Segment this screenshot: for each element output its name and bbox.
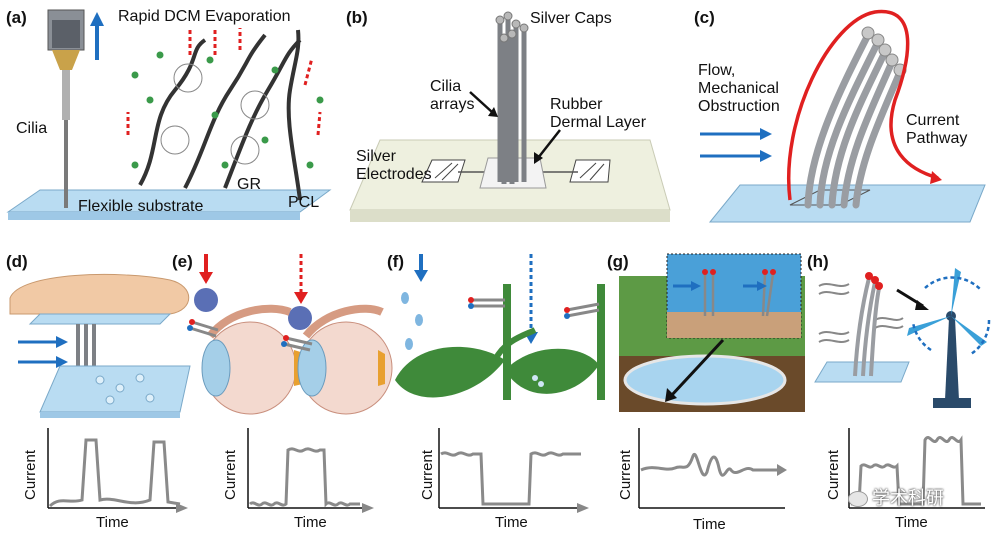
- panel-e-illustration: [187, 254, 393, 513]
- panel-h-illustration: [814, 268, 991, 509]
- panel-g: (g) Current Time: [605, 250, 805, 539]
- substrate-label: Flexible substrate: [78, 198, 204, 215]
- watermark-text: 学术科研: [872, 488, 944, 508]
- ylabel-h: Current: [825, 449, 842, 500]
- panel-f-illustration: [395, 254, 605, 513]
- panel-c: (c) Flow, Mechanical Obstruction Current…: [680, 0, 1000, 230]
- pcl-label: PCL: [288, 194, 320, 211]
- wechat-icon: [848, 491, 868, 508]
- xlabel-h: Time: [895, 514, 928, 531]
- ylabel-f: Current: [419, 449, 436, 500]
- evaporation-label: Rapid DCM Evaporation: [118, 8, 291, 25]
- xlabel-f: Time: [495, 514, 528, 531]
- panel-d-label: (d): [6, 252, 28, 271]
- silver-caps-label: Silver Caps: [530, 10, 612, 27]
- watermark: 学术科研: [848, 484, 944, 510]
- xlabel-g: Time: [693, 516, 726, 533]
- panel-d-illustration: [9, 273, 191, 513]
- panel-a-illustration: [6, 9, 332, 220]
- ylabel-g: Current: [617, 449, 634, 500]
- panel-c-illustration: [700, 9, 986, 223]
- silver-electrodes-label: Silver Electrodes: [356, 148, 432, 183]
- panel-e-label: (e): [172, 252, 193, 271]
- ylabel-d: Current: [22, 449, 39, 500]
- ylabel-e: Current: [222, 449, 239, 500]
- panel-f: (f) Current Time: [385, 250, 605, 539]
- panel-h-label: (h): [807, 252, 829, 271]
- xlabel-d: Time: [96, 514, 129, 531]
- panel-c-label: (c): [694, 8, 715, 27]
- panel-b-illustration: [349, 11, 671, 222]
- panel-b-label: (b): [346, 8, 368, 27]
- panel-e: (e) Current Time: [170, 250, 393, 539]
- gr-label: GR: [237, 176, 261, 193]
- cilia-arrays-label: Cilia arrays: [430, 78, 475, 113]
- current-pathway-label: Current Pathway: [906, 112, 968, 147]
- panel-h: (h) Current Time: [805, 250, 1000, 539]
- panel-a: (a) Cilia Rapid DCM Evaporation GR PCL F…: [0, 0, 340, 230]
- panel-g-illustration: [619, 253, 805, 509]
- xlabel-e: Time: [294, 514, 327, 531]
- panel-d: (d) Current Time: [0, 250, 200, 539]
- flow-label: Flow, Mechanical Obstruction: [698, 62, 780, 115]
- rubber-layer-label: Rubber Dermal Layer: [550, 96, 647, 131]
- panel-f-label: (f): [387, 252, 404, 271]
- panel-g-label: (g): [607, 252, 629, 271]
- panel-a-label: (a): [6, 8, 27, 27]
- panel-b: (b) Silver Caps Cilia arrays Rubber Derm…: [340, 0, 680, 230]
- cilia-label: Cilia: [16, 120, 48, 137]
